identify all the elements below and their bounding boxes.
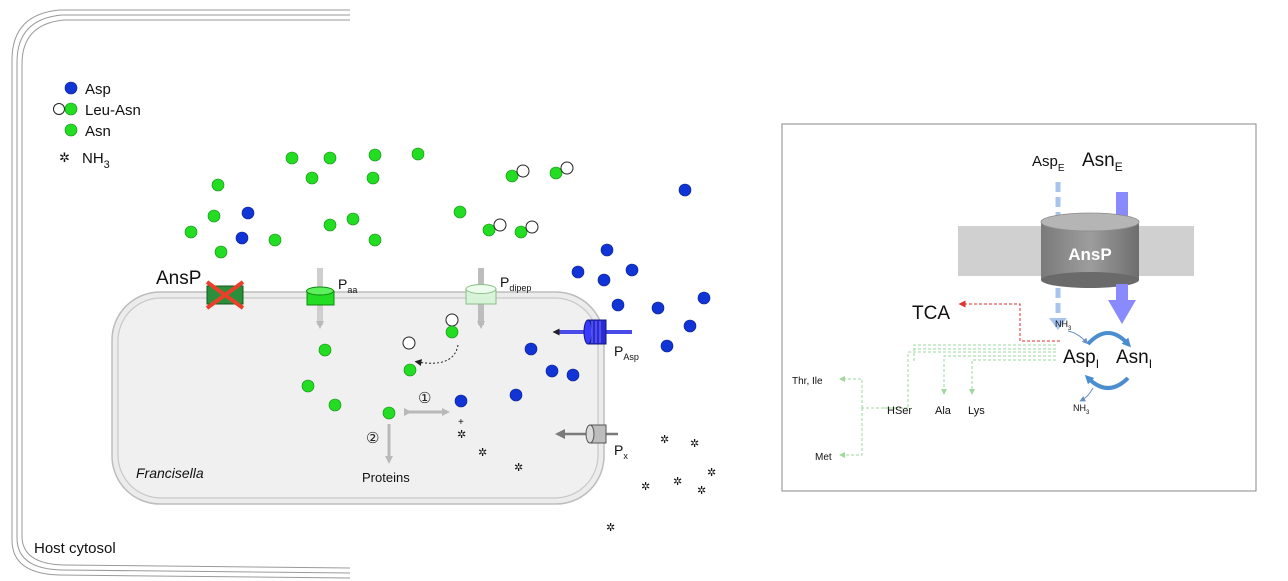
inset-biosynthesis-branches [839, 344, 1056, 458]
inset-asp-i-label: AspI [1063, 347, 1099, 371]
inset-asn-e-label: AsnE [1082, 150, 1123, 174]
legend-asp-label: Asp [85, 81, 111, 98]
external-leu-asn-dipeptides [482, 161, 574, 239]
inset-cycle-arrow-top [1086, 331, 1132, 348]
ansp-transporter-blocked: AnsP [156, 268, 245, 310]
inset-panel: AspE AsnE AnsP TCA NH3 NH3 AspI AsnI [781, 123, 1257, 492]
svg-text:✲: ✲ [641, 481, 650, 493]
inset-lys-label: Lys [968, 405, 985, 417]
legend-asn-dot [64, 123, 78, 137]
internal-leu-asn-dipeptide [445, 313, 459, 339]
svg-text:✲: ✲ [478, 447, 487, 459]
legend-leu-asn-label: Leu-Asn [85, 102, 141, 119]
inset-ansp-transporter: AnsP [1040, 212, 1140, 288]
internal-nh3-molecules: ✲ ✲ ✲ [457, 429, 523, 474]
external-asn-molecules [184, 147, 467, 259]
inset-asp-e-label: AspE [1032, 153, 1065, 174]
legend-asp-dot [64, 81, 78, 95]
pasp-transporter: PAsp [552, 319, 639, 362]
legend-asn-label: Asn [85, 123, 111, 140]
internal-asn-molecules [301, 343, 417, 420]
pdipep-label: Pdipep [500, 274, 531, 293]
inset-tca-arrow [958, 300, 1060, 342]
proteins-label: Proteins [362, 470, 410, 485]
legend: Asp Leu-Asn Asn ✲ NH3 [53, 81, 141, 171]
px-transporter: Px [555, 424, 628, 461]
plus-sign: + [458, 417, 464, 428]
inset-ansp-label: AnsP [1068, 245, 1111, 264]
internal-leu-molecule [402, 336, 416, 350]
step2-protein-synthesis: ② Proteins [362, 424, 410, 485]
inset-nh3-bottom: NH3 [1073, 403, 1090, 416]
svg-text:✲: ✲ [606, 522, 615, 534]
inset-hser-label: HSer [887, 405, 912, 417]
external-asp-molecules [235, 183, 711, 353]
pdipep-transporter: Pdipep [465, 268, 531, 329]
svg-text:✲: ✲ [707, 467, 716, 479]
paa-transporter: Paa [306, 268, 357, 329]
francisella-inner-membrane [117, 297, 599, 499]
step1-label: ① [418, 390, 431, 407]
paa-label: Paa [338, 276, 357, 295]
legend-leu-dot [53, 103, 65, 115]
ansp-label: AnsP [156, 268, 201, 289]
inset-asn-i-label: AsnI [1116, 347, 1152, 371]
legend-nh3-icon: ✲ [59, 150, 70, 165]
external-nh3-molecules: ✲✲✲ ✲✲✲✲ [606, 434, 716, 534]
host-cell-outline [11, 9, 351, 579]
dipeptide-cleavage-arrow [414, 344, 459, 367]
inset-ala-label: Ala [935, 405, 952, 417]
inset-thr-ile-label: Thr, Ile [792, 376, 823, 387]
inset-frame [781, 123, 1257, 492]
internal-asp-molecules [454, 342, 580, 408]
legend-asn-dot-pair [64, 102, 78, 116]
svg-text:✲: ✲ [673, 476, 682, 488]
inset-nh3-top: NH3 [1055, 319, 1072, 332]
px-label: Px [614, 442, 628, 461]
pasp-label: PAsp [614, 343, 639, 362]
svg-text:✲: ✲ [697, 485, 706, 497]
francisella-label: Francisella [136, 465, 204, 481]
svg-text:✲: ✲ [690, 438, 699, 450]
inset-tca-label: TCA [912, 303, 950, 324]
svg-text:✲: ✲ [660, 434, 669, 446]
host-cytosol-label: Host cytosol [34, 540, 116, 557]
step2-label: ② [366, 430, 379, 447]
svg-text:✲: ✲ [457, 429, 466, 441]
francisella-cell: Francisella [111, 291, 605, 505]
svg-text:✲: ✲ [514, 462, 523, 474]
legend-nh3-label: NH3 [82, 150, 110, 171]
step1-conversion: ① + [404, 390, 464, 428]
inset-cycle-arrow-bottom [1084, 374, 1130, 390]
inset-met-label: Met [815, 452, 832, 463]
